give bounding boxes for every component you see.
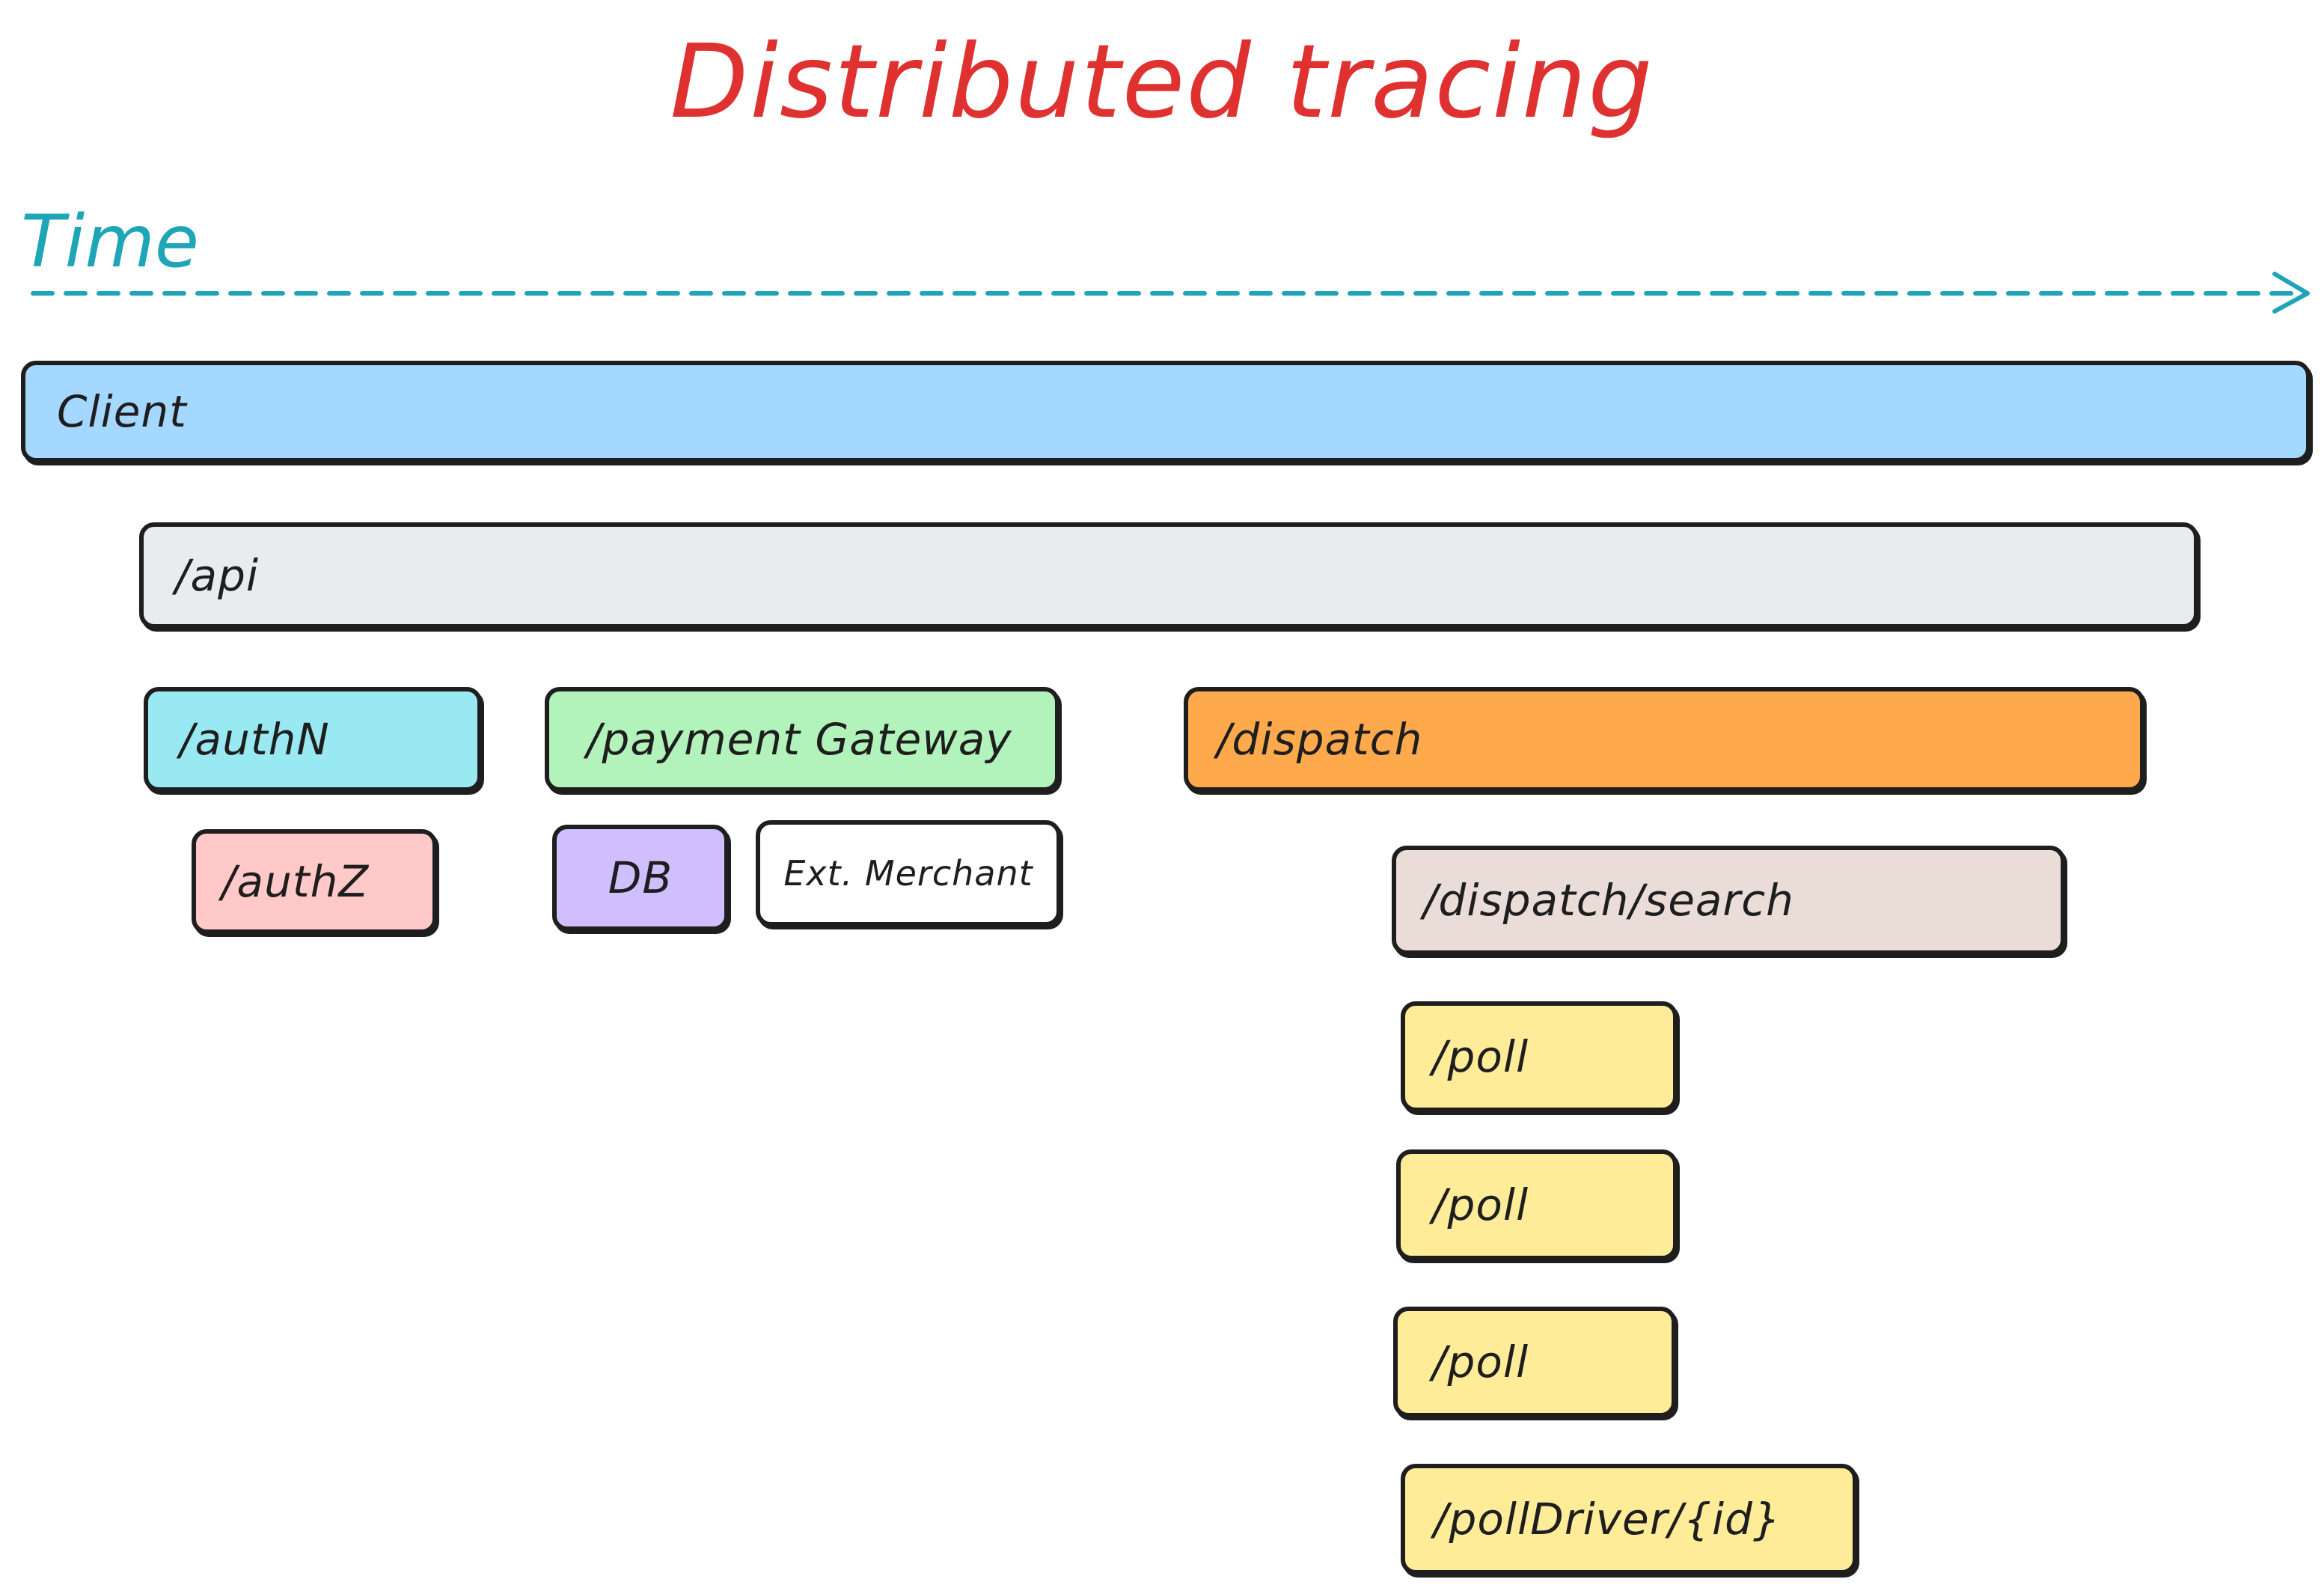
span-poll-2: /poll: [1396, 1149, 1678, 1260]
span-client: Client: [21, 361, 2311, 462]
span-authn: /authN: [144, 687, 482, 792]
span-poll-driver: /pollDriver/{id}: [1401, 1464, 1857, 1575]
span-payment-gateway: /payment Gateway: [545, 687, 1059, 792]
span-label: /poll: [1432, 1337, 1529, 1387]
span-label: /dispatch/search: [1423, 875, 1794, 926]
diagram-title: Distributed tracing: [670, 23, 1654, 141]
span-authz: /authZ: [192, 829, 437, 934]
span-label: /payment Gateway: [587, 714, 1012, 765]
span-label: /poll: [1432, 1031, 1529, 1082]
time-axis-label: Time: [21, 200, 199, 284]
span-poll-3: /poll: [1393, 1307, 1676, 1417]
span-label: /dispatch: [1217, 714, 1423, 765]
span-api: /api: [139, 522, 2198, 629]
span-db: DB: [552, 825, 729, 931]
span-poll-1: /poll: [1401, 1001, 1678, 1112]
time-axis-arrow: [31, 272, 2310, 314]
span-label: Client: [57, 386, 187, 437]
span-ext-merchant: Ext. Merchant: [756, 820, 1061, 926]
span-dispatch-search: /dispatch/search: [1392, 846, 2065, 955]
span-label: Ext. Merchant: [783, 853, 1033, 894]
span-label: /pollDriver/{id}: [1434, 1494, 1782, 1545]
span-label: /poll: [1432, 1179, 1529, 1230]
span-label: /authZ: [221, 856, 370, 907]
span-label: DB: [608, 852, 673, 903]
span-dispatch: /dispatch: [1184, 687, 2144, 792]
span-label: /api: [175, 550, 260, 601]
span-label: /authN: [180, 714, 330, 765]
